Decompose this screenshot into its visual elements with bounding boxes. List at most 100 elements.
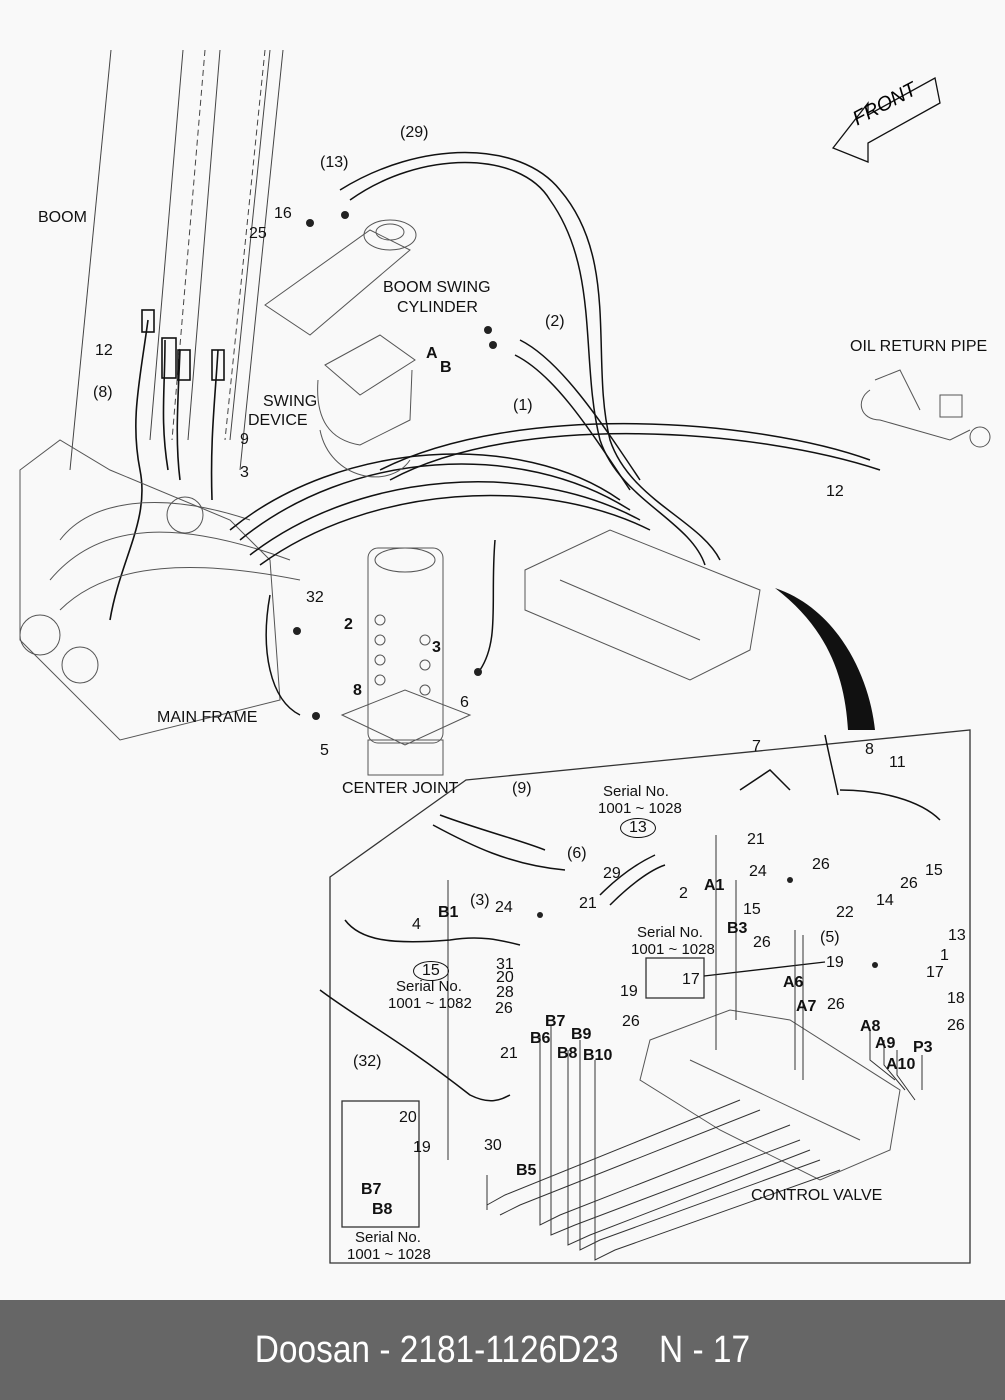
detail-callout-15-right: 15 [925, 862, 943, 879]
detail-callout-22: 22 [836, 904, 854, 921]
serial-note-b7b8-line1: Serial No. [355, 1229, 421, 1246]
detail-callout-32: (32) [353, 1053, 382, 1070]
port-b3: B3 [727, 920, 748, 937]
main-frame-drawing [19, 439, 301, 741]
detail-callout-21: 21 [579, 895, 597, 912]
footer-bar: Doosan - 2181-1126D23 N - 17 [0, 1300, 1005, 1400]
footer-page-ref: N - 17 [659, 1328, 751, 1371]
callout-12-return: 12 [826, 483, 844, 500]
callout-29: (29) [400, 124, 429, 141]
footer-part-number: 2181-1126D23 [399, 1328, 619, 1371]
boom-swing-cylinder-drawing [264, 219, 417, 336]
detail-callout-11: 11 [889, 754, 906, 771]
serial-note-b7b8-line2: 1001 ~ 1028 [347, 1246, 431, 1263]
port-a1: A1 [704, 877, 725, 894]
detail-callout-3: (3) [470, 892, 490, 909]
detail-callout-19: 19 [620, 983, 638, 1000]
port-b: B [440, 359, 452, 376]
detail-callout-7: 7 [752, 738, 761, 755]
label-control-valve: CONTROL VALVE [751, 1187, 883, 1204]
detail-callout-8: 8 [865, 741, 874, 758]
inset-box-b7-b8 [341, 1100, 420, 1228]
circled-callout-15: 15 [413, 961, 449, 981]
label-center-joint: CENTER JOINT [342, 780, 459, 797]
label-main-frame: MAIN FRAME [157, 709, 258, 726]
inset-port-b7: B7 [361, 1181, 382, 1198]
detail-callout-2: 2 [679, 885, 688, 902]
callout-9: 9 [240, 431, 249, 448]
footer-separator: - [379, 1328, 391, 1371]
detail-callout-26-mid: 26 [622, 1013, 640, 1030]
diagram-linework [19, 49, 991, 1264]
front-arrow-icon [831, 77, 941, 163]
inset-callout-20: 20 [399, 1109, 417, 1126]
callout-5: 5 [320, 742, 329, 759]
serial-note-13-line1: Serial No. [603, 783, 669, 800]
detail-callout-21-b5: 21 [500, 1045, 518, 1062]
footer-brand: Doosan [254, 1328, 371, 1371]
port-a: A [426, 345, 438, 362]
port-b6: B6 [530, 1030, 551, 1047]
callout-1: (1) [513, 397, 533, 414]
callout-32: 32 [306, 589, 324, 606]
port-b7: B7 [545, 1013, 566, 1030]
detail-hoses [319, 734, 941, 1102]
footer-part-ref: Doosan - 2181-1126D23 [255, 1329, 619, 1372]
callout-8: (8) [93, 384, 113, 401]
inset-port-b8: B8 [372, 1201, 393, 1218]
port-p3: P3 [913, 1039, 933, 1056]
port-a8: A8 [860, 1018, 881, 1035]
detail-callout-6: (6) [567, 845, 587, 862]
boom-hoses [109, 309, 225, 621]
detail-callout-15-mid: 15 [743, 901, 761, 918]
boom-drawing [69, 49, 284, 471]
detail-callout-30: 30 [484, 1137, 502, 1154]
oil-return-pipe-drawing [860, 369, 991, 448]
port-a6: A6 [783, 974, 804, 991]
label-boom-swing-cylinder-line2: CYLINDER [397, 299, 478, 316]
detail-callout-29: 29 [603, 865, 621, 882]
port-b10: B10 [583, 1047, 613, 1064]
callout-2: (2) [545, 313, 565, 330]
center-joint-port-3: 3 [432, 639, 441, 656]
port-a9: A9 [875, 1035, 896, 1052]
serial-note-17-line1: Serial No. [637, 924, 703, 941]
port-leader-lines [447, 835, 923, 1261]
detail-callout-26-p3: 26 [947, 1017, 965, 1034]
circled-callout-13: 13 [620, 818, 656, 838]
swing-device-drawing [317, 334, 416, 478]
label-boom-swing-cylinder-line1: BOOM SWING [383, 279, 491, 296]
label-swing-device-line1: SWING [263, 393, 318, 410]
label-swing-device-line2: DEVICE [248, 412, 308, 429]
detail-callout-17-inset: 17 [682, 971, 700, 988]
serial-note-13-line2: 1001 ~ 1028 [598, 800, 682, 817]
serial-note-15-line2: 1001 ~ 1082 [388, 995, 472, 1012]
fittings [293, 211, 878, 968]
detail-callout-31: 31 [496, 956, 514, 973]
detail-callout-5: (5) [820, 929, 840, 946]
port-a10: A10 [886, 1056, 916, 1073]
detail-callout-26-top: 26 [812, 856, 830, 873]
detail-callout-4: 4 [412, 916, 421, 933]
detail-callout-20: 20 [496, 969, 514, 986]
detail-callout-26-a8: 26 [827, 996, 845, 1013]
callout-25: 25 [249, 225, 267, 242]
detail-callout-17-right: 17 [926, 964, 944, 981]
center-joint-drawing [340, 547, 472, 776]
inset-callout-19: 19 [413, 1139, 431, 1156]
inset-box-17 [645, 957, 705, 999]
detail-callout-26-a6: 26 [753, 934, 771, 951]
detail-callout-18: 18 [947, 990, 965, 1007]
callout-6: 6 [460, 694, 469, 711]
detail-callout-19-right: 19 [826, 954, 844, 971]
detail-callout-24: 24 [495, 899, 513, 916]
detail-callout-26-right: 26 [900, 875, 918, 892]
center-joint-port-8: 8 [353, 682, 362, 699]
detail-callout-9: (9) [512, 780, 532, 797]
label-oil-return-pipe: OIL RETURN PIPE [850, 338, 988, 355]
main-hose-bundle [229, 151, 881, 716]
detail-frame [329, 729, 971, 1264]
port-b1: B1 [438, 904, 459, 921]
port-b9: B9 [571, 1026, 592, 1043]
callout-3: 3 [240, 464, 249, 481]
